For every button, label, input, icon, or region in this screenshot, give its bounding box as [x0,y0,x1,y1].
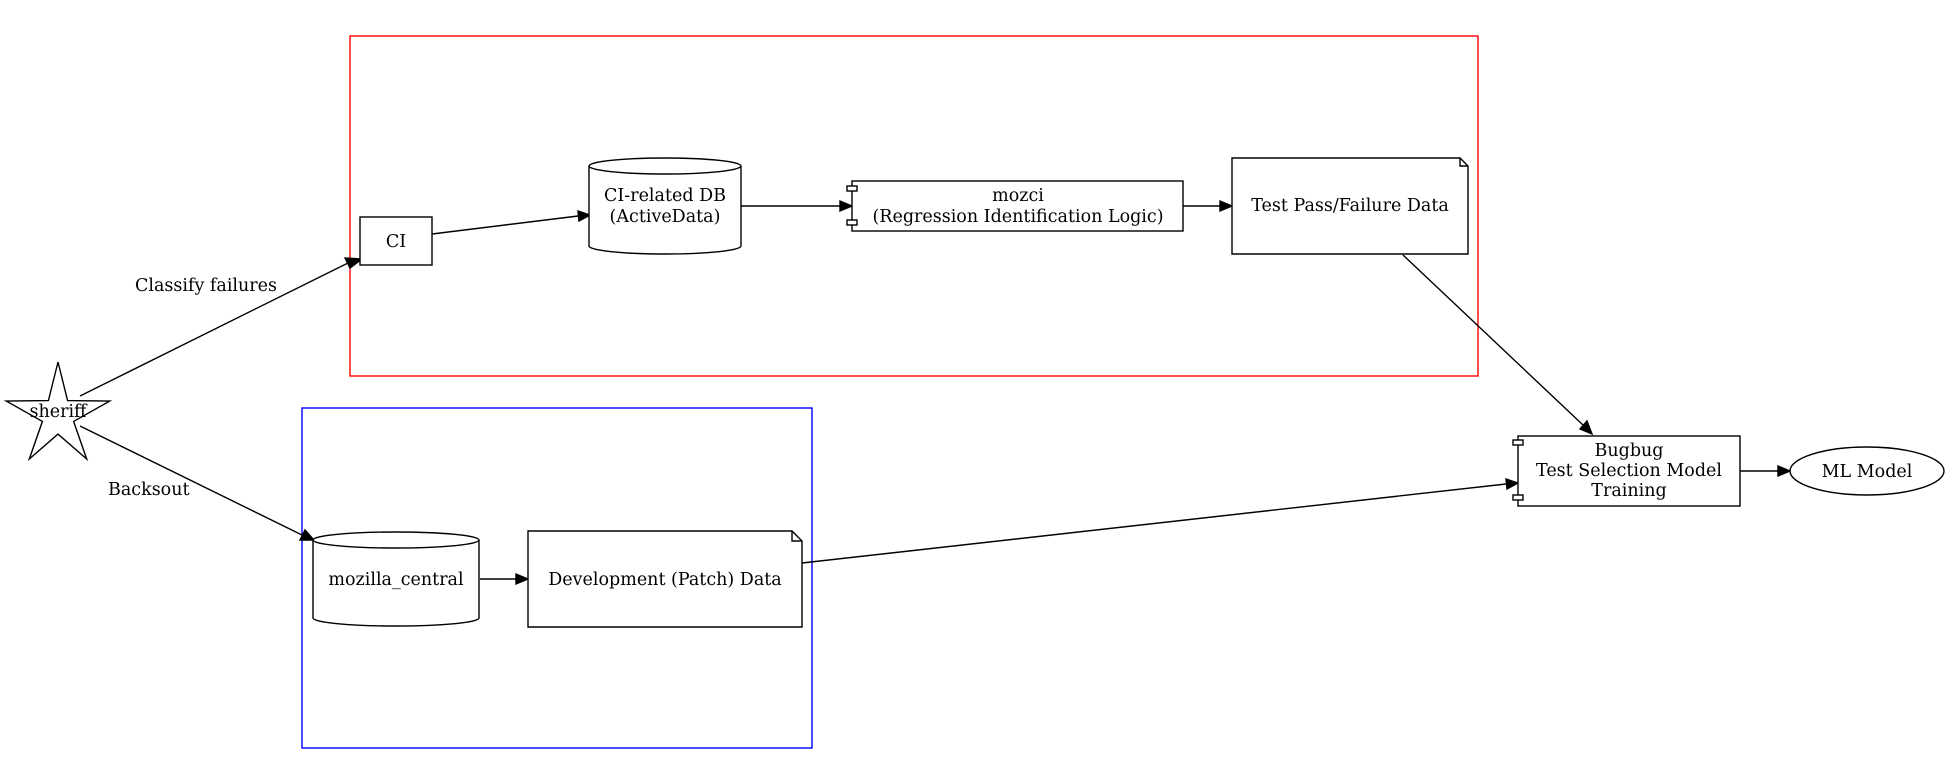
edge-mozci-to-testdata [1183,199,1234,213]
edge-devdata-to-bugbug [801,477,1520,564]
sheriff-node: sheriff [3,361,113,462]
edge-bugbug-to-mlmodel [1740,464,1792,478]
mozilla-central-node: mozilla_central [312,531,480,627]
ci-label: CI [386,232,406,252]
dev-data-node: Development (Patch) Data [527,530,803,628]
ci-db-node: CI-related DB (ActiveData) [588,157,742,255]
test-data-label: Test Pass/Failure Data [1251,196,1449,216]
edge-sheriff-to-mozilla-central [79,425,316,541]
ci-node: CI [359,216,433,266]
ml-model-node: ML Model [1789,446,1945,496]
component-icon [846,219,858,226]
edge-mozillacentral-to-devdata [480,572,530,586]
dev-data-label: Development (Patch) Data [548,570,781,590]
sheriff-label: sheriff [29,402,88,422]
edge-testdata-to-bugbug [1402,254,1594,436]
mozci-node: mozci (Regression Identification Logic) [846,180,1184,232]
dev-cluster [301,407,813,749]
bugbug-node: Bugbug Test Selection Model Training [1512,435,1741,507]
edge-sheriff-to-ci [79,257,364,397]
note-fold-icon [791,531,802,542]
component-icon [846,185,858,192]
test-data-node: Test Pass/Failure Data [1231,157,1469,255]
bugbug-label-line3: Training [1591,481,1666,501]
edge-label-classify-failures: Classify failures [135,276,277,296]
edge-cidb-to-mozci [741,199,854,213]
ci-db-label-line1: CI-related DB [604,186,726,206]
component-icon [1512,494,1524,501]
bugbug-label-line1: Bugbug [1594,441,1663,461]
mozci-label-line1: mozci [992,186,1044,206]
edge-ci-to-cidb [431,209,592,235]
component-icon [1512,439,1524,446]
bugbug-label-line2: Test Selection Model [1536,461,1722,481]
note-fold-icon [1459,158,1468,167]
ml-model-label: ML Model [1822,462,1913,482]
edge-label-backsout: Backsout [108,480,190,500]
mozilla-central-label: mozilla_central [328,570,464,590]
ci-db-label-line2: (ActiveData) [610,207,721,227]
star-icon [3,361,113,462]
mozci-label-line2: (Regression Identification Logic) [872,207,1163,227]
ci-cluster [349,35,1479,377]
